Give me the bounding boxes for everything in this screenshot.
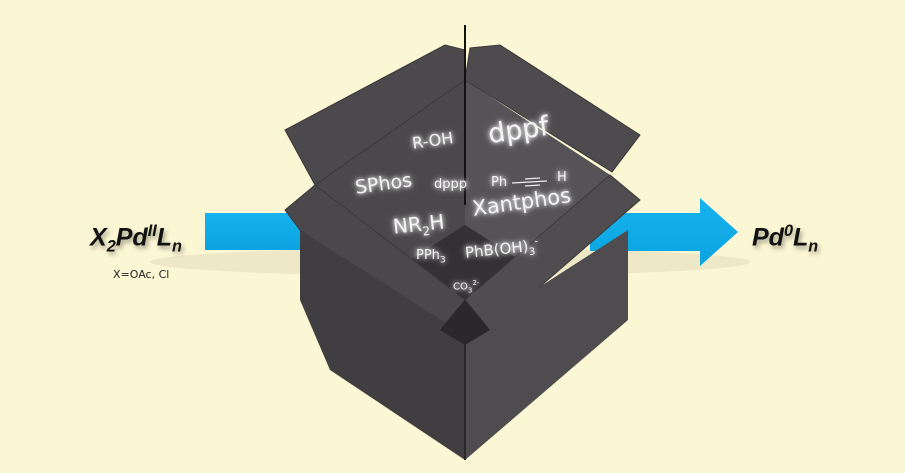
boronate-subscript: 3 <box>528 246 536 259</box>
ligand-subscript: n <box>172 237 182 256</box>
nr2h-h: H <box>428 209 446 235</box>
nr2h-text: NR <box>391 211 423 239</box>
alkyne-bond-icon <box>511 177 548 187</box>
halide-symbol: X <box>90 223 107 252</box>
carbonate-charge: 2- <box>472 279 480 287</box>
oxidation-state: 0 <box>783 222 793 240</box>
reagent-pph3: PPh3 <box>416 248 446 266</box>
reactant-note: X=OAc, Cl <box>113 268 170 281</box>
ligand-subscript: n <box>808 237 819 256</box>
oxidation-state: II <box>147 222 157 240</box>
reagent-alkyne-h: H <box>557 170 567 185</box>
reagent-alkyne-ph: Ph <box>491 175 508 190</box>
carbonate-subscript: 3 <box>467 286 473 295</box>
halide-subscript: 2 <box>106 237 116 256</box>
reactant-label: X2PdIILn <box>90 222 182 256</box>
reagent-carbonate: CO32- <box>453 279 479 294</box>
reagent-nr2h: NR2H <box>392 209 446 241</box>
palladium-symbol: Pd <box>752 223 784 252</box>
pph3-subscript: 3 <box>439 255 446 266</box>
boronate-charge: - <box>533 236 539 248</box>
open-box <box>284 25 641 460</box>
carbonate-text: CO <box>453 281 468 293</box>
reagent-dppp: dppp <box>434 177 468 192</box>
product-label: Pd0Ln <box>752 222 818 256</box>
ligand-symbol: L <box>793 223 809 252</box>
pph3-text: PPh <box>416 248 440 263</box>
ligand-symbol: L <box>156 223 172 252</box>
palladium-symbol: Pd <box>115 223 148 252</box>
